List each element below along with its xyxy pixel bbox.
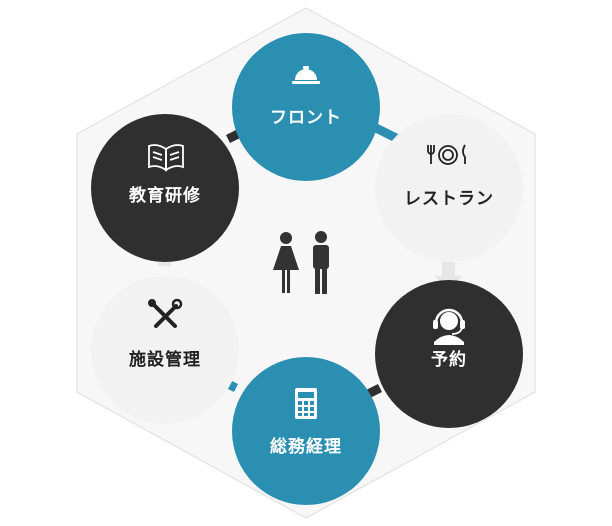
label-restaurant: レストラン bbox=[404, 189, 494, 209]
node-reservation bbox=[375, 280, 523, 428]
label-reservation: 予約 bbox=[431, 350, 467, 370]
node-facility bbox=[91, 276, 239, 424]
node-front bbox=[232, 33, 380, 181]
label-front: フロント bbox=[270, 108, 342, 128]
plate-fork-knife-icon bbox=[427, 144, 466, 165]
service-bell-icon bbox=[292, 66, 320, 84]
label-facility: 施設管理 bbox=[129, 350, 201, 370]
people-icon bbox=[273, 231, 329, 294]
tools-icon bbox=[148, 298, 183, 328]
node-general-affairs bbox=[232, 357, 380, 505]
label-general-affairs: 総務経理 bbox=[270, 437, 342, 457]
label-training: 教育研修 bbox=[129, 186, 201, 206]
headset-operator-icon bbox=[433, 308, 465, 345]
node-training bbox=[91, 114, 239, 262]
calculator-icon bbox=[295, 388, 317, 419]
node-restaurant bbox=[375, 114, 523, 262]
open-book-icon bbox=[148, 144, 184, 172]
